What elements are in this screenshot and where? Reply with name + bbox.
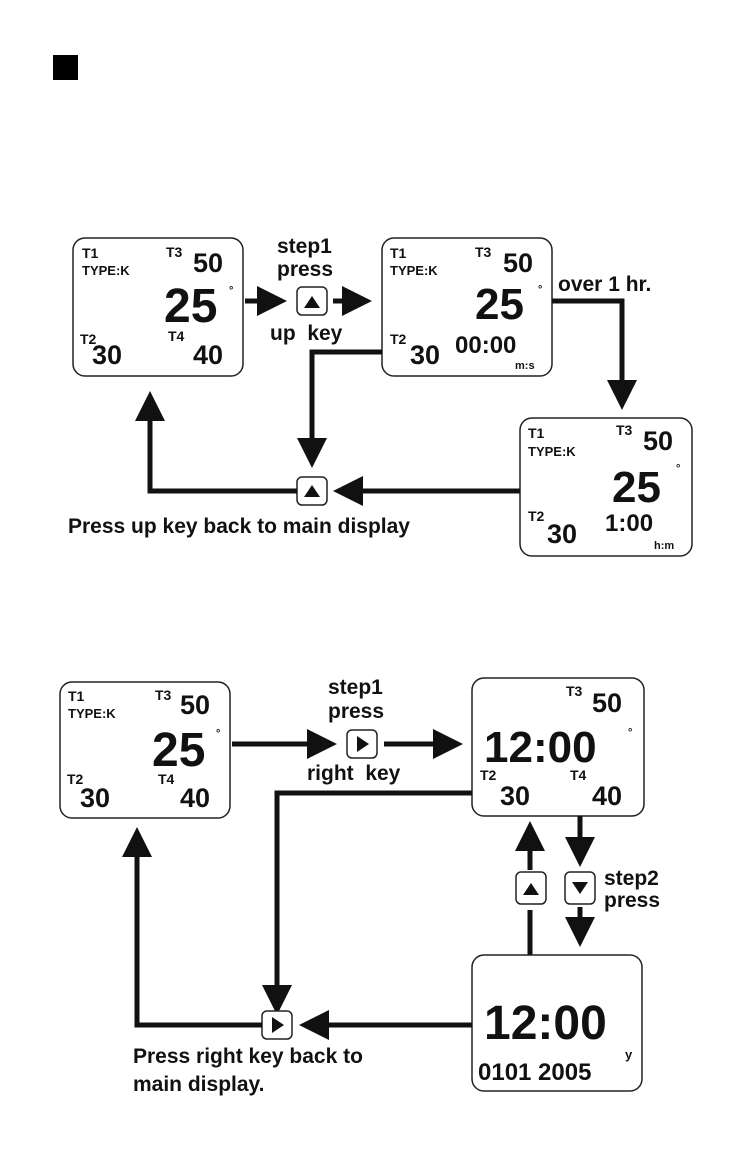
lcd-clock-display: T3 50 12:00 ° T2 30 T4 40	[471, 677, 645, 817]
t2-label: T2	[528, 508, 545, 524]
t3-value: 50	[503, 248, 533, 278]
t1-label: T1	[528, 425, 545, 441]
t2-value: 30	[80, 783, 110, 813]
section-bullet-icon	[53, 55, 78, 80]
right-key-label: right key	[307, 762, 401, 785]
right-key-icon	[261, 1010, 293, 1040]
t3-label: T3	[566, 683, 583, 699]
step2-label: step2	[604, 867, 659, 890]
timer-unit: h:m	[654, 540, 674, 552]
back-to-main-label: Press up key back to main display	[68, 515, 410, 538]
t1-label: T1	[390, 245, 407, 261]
timer-value: 00:00	[455, 332, 516, 359]
date-value: 0101 2005	[478, 1059, 591, 1086]
t3-label: T3	[166, 244, 183, 260]
year-unit: y	[625, 1047, 633, 1062]
lcd-main-display-1: T1 TYPE:K T3 50 25 ° T2 30 T4 40	[72, 237, 244, 377]
lcd-hour-display: T1 TYPE:K T3 50 25 ° T2 30 1:00 h:m	[519, 417, 693, 557]
down-key-icon	[564, 871, 596, 905]
type-label: TYPE:K	[68, 706, 116, 721]
t1-label: T1	[68, 688, 85, 704]
diagram-up-key: T1 TYPE:K T3 50 25 ° T2 30 T4 40 step1 p…	[68, 235, 693, 557]
back-to-main-label-line2: main display.	[133, 1073, 265, 1096]
up-key-icon	[296, 286, 328, 316]
back-to-main-label-line1: Press right key back to	[133, 1045, 363, 1068]
main-temperature: 25	[152, 724, 205, 777]
up-key-label: up key	[270, 322, 343, 345]
press-label: press	[328, 700, 384, 723]
t2-value: 30	[410, 340, 440, 370]
press-label: press	[277, 258, 333, 281]
lcd-timer-display: T1 TYPE:K T3 50 25 ° T2 30 00:00 m:s	[381, 237, 553, 377]
timer-value: 1:00	[605, 510, 653, 537]
timer-unit: m:s	[515, 360, 535, 372]
diagram-right-key: T1 TYPE:K T3 50 25 ° T2 30 T4 40 step1 p…	[59, 676, 660, 1096]
t4-value: 40	[592, 781, 622, 811]
t2-value: 30	[547, 519, 577, 549]
t3-label: T3	[475, 244, 492, 260]
t3-value: 50	[643, 426, 673, 456]
t3-value: 50	[180, 690, 210, 720]
up-key-icon	[296, 476, 328, 506]
clock-time: 12:00	[484, 723, 597, 772]
t3-label: T3	[616, 422, 633, 438]
degree-icon: °	[229, 285, 233, 297]
degree-icon: °	[538, 284, 542, 296]
step1-label: step1	[328, 676, 383, 699]
over-1hr-label: over 1 hr.	[558, 273, 651, 296]
t2-value: 30	[500, 781, 530, 811]
t3-value: 50	[193, 248, 223, 278]
main-temperature: 25	[164, 280, 217, 333]
t2-label: T2	[80, 331, 97, 347]
step2-press-label: press	[604, 889, 660, 912]
t4-value: 40	[193, 340, 223, 370]
t4-label: T4	[570, 767, 587, 783]
lcd-date-display: 12:00 0101 2005 y	[471, 954, 643, 1092]
type-label: TYPE:K	[390, 263, 438, 278]
up-key-icon	[515, 871, 547, 905]
step1-label: step1	[277, 235, 332, 258]
clock-time: 12:00	[484, 997, 607, 1050]
t1-label: T1	[82, 245, 99, 261]
t3-label: T3	[155, 687, 172, 703]
degree-icon: °	[628, 727, 632, 739]
t3-value: 50	[592, 688, 622, 718]
degree-icon: °	[676, 463, 680, 475]
main-temperature: 25	[475, 280, 524, 329]
right-key-icon	[346, 729, 378, 759]
t2-value: 30	[92, 340, 122, 370]
main-temperature: 25	[612, 463, 661, 512]
lcd-main-display-2: T1 TYPE:K T3 50 25 ° T2 30 T4 40	[59, 681, 231, 819]
t4-label: T4	[158, 771, 175, 787]
t2-label: T2	[390, 331, 407, 347]
degree-icon: °	[216, 728, 220, 740]
type-label: TYPE:K	[528, 444, 576, 459]
t4-label: T4	[168, 328, 185, 344]
type-label: TYPE:K	[82, 263, 130, 278]
t2-label: T2	[480, 767, 497, 783]
t2-label: T2	[67, 771, 84, 787]
t4-value: 40	[180, 783, 210, 813]
